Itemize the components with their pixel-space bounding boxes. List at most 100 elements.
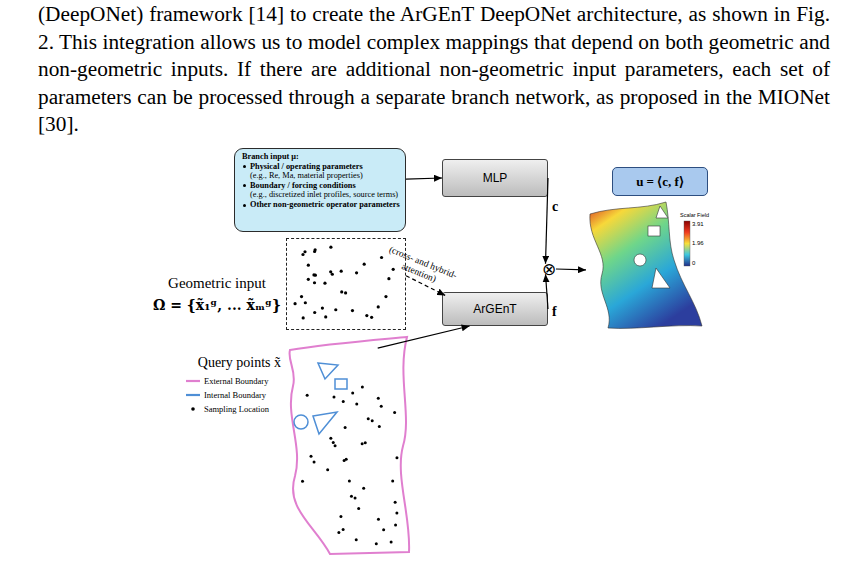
hole-triangle <box>652 268 670 288</box>
geometry-point <box>363 263 366 266</box>
geometry-point <box>304 301 307 304</box>
node-text: Physical / operating parameters <box>242 162 400 172</box>
sampling-point <box>361 386 364 389</box>
query-points-domain: Query points x̃ <box>285 336 412 556</box>
geometry-point <box>329 270 332 273</box>
body-paragraph: (DeepONet) framework [14] to create the … <box>38 1 830 139</box>
field-domain <box>590 202 702 328</box>
sampling-point <box>348 479 351 482</box>
output-formula-box: u = ⟨c, f⟩ <box>612 167 708 196</box>
edge-label: f <box>552 304 557 320</box>
argent-box: ArGEnT <box>442 292 548 326</box>
sampling-point <box>355 538 358 541</box>
legend-line <box>186 394 200 396</box>
node-text: MLP <box>483 171 508 185</box>
sampling-point <box>351 391 354 394</box>
geometry-point <box>321 306 324 309</box>
sampling-point <box>361 442 364 445</box>
geometry-point <box>324 315 327 318</box>
external-boundary <box>289 337 409 554</box>
node-text: u = ⟨c, f⟩ <box>636 174 684 190</box>
sampling-point <box>390 540 393 543</box>
sampling-point <box>334 444 337 447</box>
sampling-point <box>391 480 394 483</box>
sampling-point <box>377 397 380 400</box>
geometry-point <box>313 311 316 314</box>
geometry-point <box>384 295 387 298</box>
hole-triangle <box>656 206 668 218</box>
edge-label: c <box>552 199 558 215</box>
node-text: (e.g., Re, Ma, material properties) <box>242 171 400 181</box>
legend-entry: Sampling Location <box>186 404 269 414</box>
sampling-point <box>395 456 398 459</box>
hole-circle <box>634 254 646 266</box>
sampling-point <box>339 515 342 518</box>
node-text: ArGEnT <box>473 302 516 316</box>
geometry-point <box>329 246 332 249</box>
geometry-point <box>313 281 316 284</box>
sampling-point <box>345 458 348 461</box>
internal-boundary <box>313 412 337 434</box>
geometry-point <box>334 308 337 311</box>
sampling-point <box>313 460 316 463</box>
geometry-point <box>380 256 383 259</box>
sampling-point <box>378 425 381 428</box>
sampling-point <box>342 400 345 403</box>
sampling-point <box>382 528 385 531</box>
legend-text: Internal Boundary <box>204 390 266 400</box>
node-text: Geometric input <box>151 275 283 292</box>
sampling-point <box>364 441 367 444</box>
sampling-point <box>367 417 370 420</box>
query-domain <box>285 336 412 556</box>
geometry-point <box>313 250 316 253</box>
sampling-point <box>337 531 340 534</box>
legend-text: Sampling Location <box>204 404 269 414</box>
geometry-point <box>302 316 305 319</box>
legend-dot <box>191 407 195 411</box>
legend-sample <box>186 376 200 386</box>
node-text: Branch input μ: <box>242 152 400 162</box>
geometry-point <box>323 282 326 285</box>
legend-entry: Internal Boundary <box>186 390 266 400</box>
geometry-point <box>301 253 304 256</box>
geometry-point <box>355 271 358 274</box>
sampling-point <box>355 402 358 405</box>
geometry-point <box>312 273 315 276</box>
node-text: Other non-geometric operator parameters <box>242 200 400 210</box>
legend-text: External Boundary <box>204 376 268 386</box>
product-symbol: ⊗ <box>542 262 556 276</box>
geometry-point <box>370 316 373 319</box>
sampling-point <box>350 495 353 498</box>
geometry-point <box>365 314 368 317</box>
sampling-point <box>332 441 335 444</box>
internal-boundary <box>318 363 338 379</box>
sampling-point <box>332 396 335 399</box>
node-text: 0 <box>692 260 695 267</box>
edge-label: (cross- and hybrid-attention) <box>381 243 461 292</box>
internal-boundary <box>335 379 347 389</box>
scalar-field-plot: Scalar Field3.911.960 <box>586 198 714 330</box>
sampling-point <box>354 496 357 499</box>
sampling-point <box>326 468 329 471</box>
legend-sample <box>186 390 200 400</box>
connector-arrow <box>556 268 586 270</box>
node-text: Scalar Field <box>680 212 709 218</box>
geometry-point <box>340 290 343 293</box>
mlp-box: MLP <box>442 159 548 197</box>
geometry-point <box>293 302 296 305</box>
sampling-point <box>380 405 383 408</box>
geometry-points <box>287 239 405 329</box>
sampling-point <box>362 487 365 490</box>
connector-arrow <box>406 178 442 179</box>
geometry-point <box>351 309 354 312</box>
geometry-point <box>387 277 390 280</box>
color-bar <box>684 221 690 266</box>
hole-rect <box>648 226 660 236</box>
sampling-point <box>357 507 360 510</box>
geometry-point <box>300 295 303 298</box>
branch-input-box: Branch input μ:Physical / operating para… <box>234 148 406 232</box>
node-text: ⊗ <box>542 262 556 276</box>
node-text: Boundary / forcing conditions <box>242 181 400 191</box>
sampling-point <box>395 512 398 515</box>
